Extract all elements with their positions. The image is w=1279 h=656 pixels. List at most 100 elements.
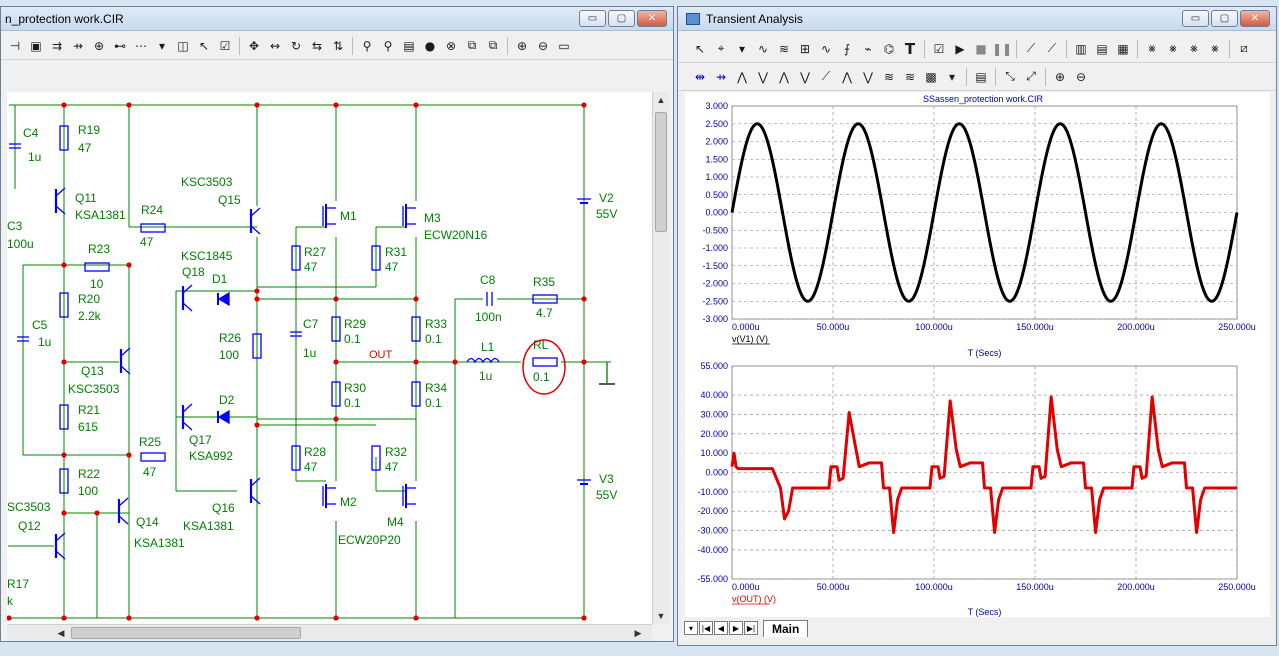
scale-icon[interactable]: ⤡ [1005,69,1015,83]
stretch-icon[interactable]: ↔ [269,38,281,53]
valley-icon[interactable]: ⋁ [800,69,810,84]
page-icon[interactable]: ◫ [177,38,189,53]
transistor[interactable] [55,205,66,215]
transistor[interactable] [250,225,261,235]
camera-icon[interactable]: ▭ [558,38,570,53]
properties-icon[interactable]: ☑ [933,41,945,56]
paste-icon[interactable]: ⧉ [488,38,498,52]
grid-icon[interactable]: ⋯ [135,38,147,53]
cursor-icon[interactable]: ⨳ [1211,41,1219,55]
pin-icon[interactable]: ⊕ [93,38,105,53]
peak-icon[interactable]: ⋀ [779,69,789,84]
peak-icon[interactable]: ⋀ [842,69,852,84]
scale-icon[interactable]: ⤢ [1026,69,1036,83]
graph-icon[interactable]: ∿ [757,41,769,56]
transistor[interactable] [120,365,131,375]
schematic-horizontal-scrollbar[interactable]: ◀ ▶ [7,624,652,641]
flip-v-icon[interactable]: ⇅ [332,38,344,53]
resistor[interactable] [371,445,381,471]
resistor[interactable] [411,316,421,342]
resistor[interactable] [140,223,166,233]
cursor-icon[interactable]: ⇹ [694,69,706,84]
dropdown-icon[interactable]: ▾ [948,69,956,84]
table-icon[interactable]: ▤ [975,69,987,84]
minimize-button[interactable]: ▭ [1182,10,1209,27]
find-next-icon[interactable]: ⚲ [383,38,393,53]
resistor[interactable] [59,404,69,430]
scroll-right-icon[interactable]: ▶ [634,627,642,638]
dropdown-icon[interactable]: ▾ [158,38,166,53]
move-icon[interactable]: ✥ [248,38,260,53]
resistor[interactable] [59,468,69,494]
stop-icon[interactable]: ■ [975,41,987,56]
transistor[interactable] [250,495,261,505]
transistor[interactable] [182,403,193,413]
graph-icon[interactable]: ⌁ [864,41,872,56]
maximize-button[interactable]: ▢ [1211,10,1238,27]
resistor[interactable] [331,381,341,407]
flip-h-icon[interactable]: ⇆ [311,38,323,53]
cursor-icon[interactable]: ⨳ [1148,41,1156,55]
pause-icon[interactable]: ❚❚ [991,41,1013,56]
tab-main[interactable]: Main [763,619,809,637]
transistor[interactable] [182,421,193,431]
zoom-in-icon[interactable]: ⊕ [1054,69,1066,84]
schematic-vertical-scrollbar[interactable]: ▲ ▼ [652,92,669,624]
grid-icon[interactable]: ▤ [1096,41,1108,56]
transistor[interactable] [118,497,129,507]
diode[interactable] [217,291,230,307]
resistor[interactable] [331,316,341,342]
palette-icon[interactable]: ▩ [925,69,937,84]
select-icon[interactable]: ↖ [694,41,706,56]
resistor[interactable] [252,333,262,359]
diode[interactable] [217,409,230,425]
resistor[interactable] [291,245,301,271]
transistor[interactable] [55,550,66,560]
peak-icon[interactable]: ⋀ [737,69,747,84]
transistor[interactable] [182,302,193,312]
valley-icon[interactable]: ⋁ [863,69,873,84]
resistor[interactable] [532,357,558,367]
resistor[interactable] [411,381,421,407]
prev-tab-icon[interactable]: ◀ [714,621,728,635]
zoom-out-icon[interactable]: ⊖ [1075,69,1087,84]
component-icon[interactable]: ▣ [30,38,42,53]
find-icon[interactable]: ⚲ [362,38,372,53]
inductor[interactable] [466,357,500,364]
tag-icon[interactable]: ⌖ [717,41,725,55]
next-tab-icon[interactable]: ▶ [729,621,743,635]
line-icon[interactable]: ⟋ [1047,41,1057,55]
cursor-icon[interactable]: ⨳ [1169,41,1177,55]
close-button[interactable]: ✕ [637,10,667,27]
wave-icon[interactable]: ≋ [883,69,895,84]
resistor[interactable] [59,125,69,151]
first-tab-icon[interactable]: ▾ [684,621,698,635]
valley-icon[interactable]: ⋁ [758,69,768,84]
grid-icon[interactable]: ▦ [1117,41,1129,56]
schematic-titlebar[interactable]: n_protection work.CIR ▭ ▢ ✕ [1,7,673,31]
graph-icon[interactable]: ⌬ [883,41,895,56]
wire-icon[interactable]: ⇉ [51,38,63,53]
transistor[interactable] [250,477,261,487]
cursor-icon[interactable]: ⇸ [715,69,727,84]
text-icon[interactable]: T [904,39,916,58]
junction-icon[interactable]: ⊣ [9,38,21,53]
transistor[interactable] [250,207,261,217]
scroll-down-icon[interactable]: ▼ [656,611,666,621]
minimize-button[interactable]: ▭ [579,10,606,27]
close-button[interactable]: ✕ [1240,10,1270,27]
last-page-icon[interactable]: ▶| [744,621,758,635]
resistor[interactable] [291,445,301,471]
select-icon[interactable]: ↖ [198,38,210,53]
transistor[interactable] [55,532,66,542]
transistor[interactable] [120,347,131,357]
graph-icon[interactable]: ∿ [820,41,832,56]
resistor[interactable] [371,245,381,271]
node-icon[interactable]: ⊷ [114,38,126,53]
rotate-icon[interactable]: ↻ [290,38,302,53]
copy-icon[interactable]: ⧉ [467,38,477,52]
resistor[interactable] [59,292,69,318]
zoom-in-icon[interactable]: ⊕ [516,38,528,53]
